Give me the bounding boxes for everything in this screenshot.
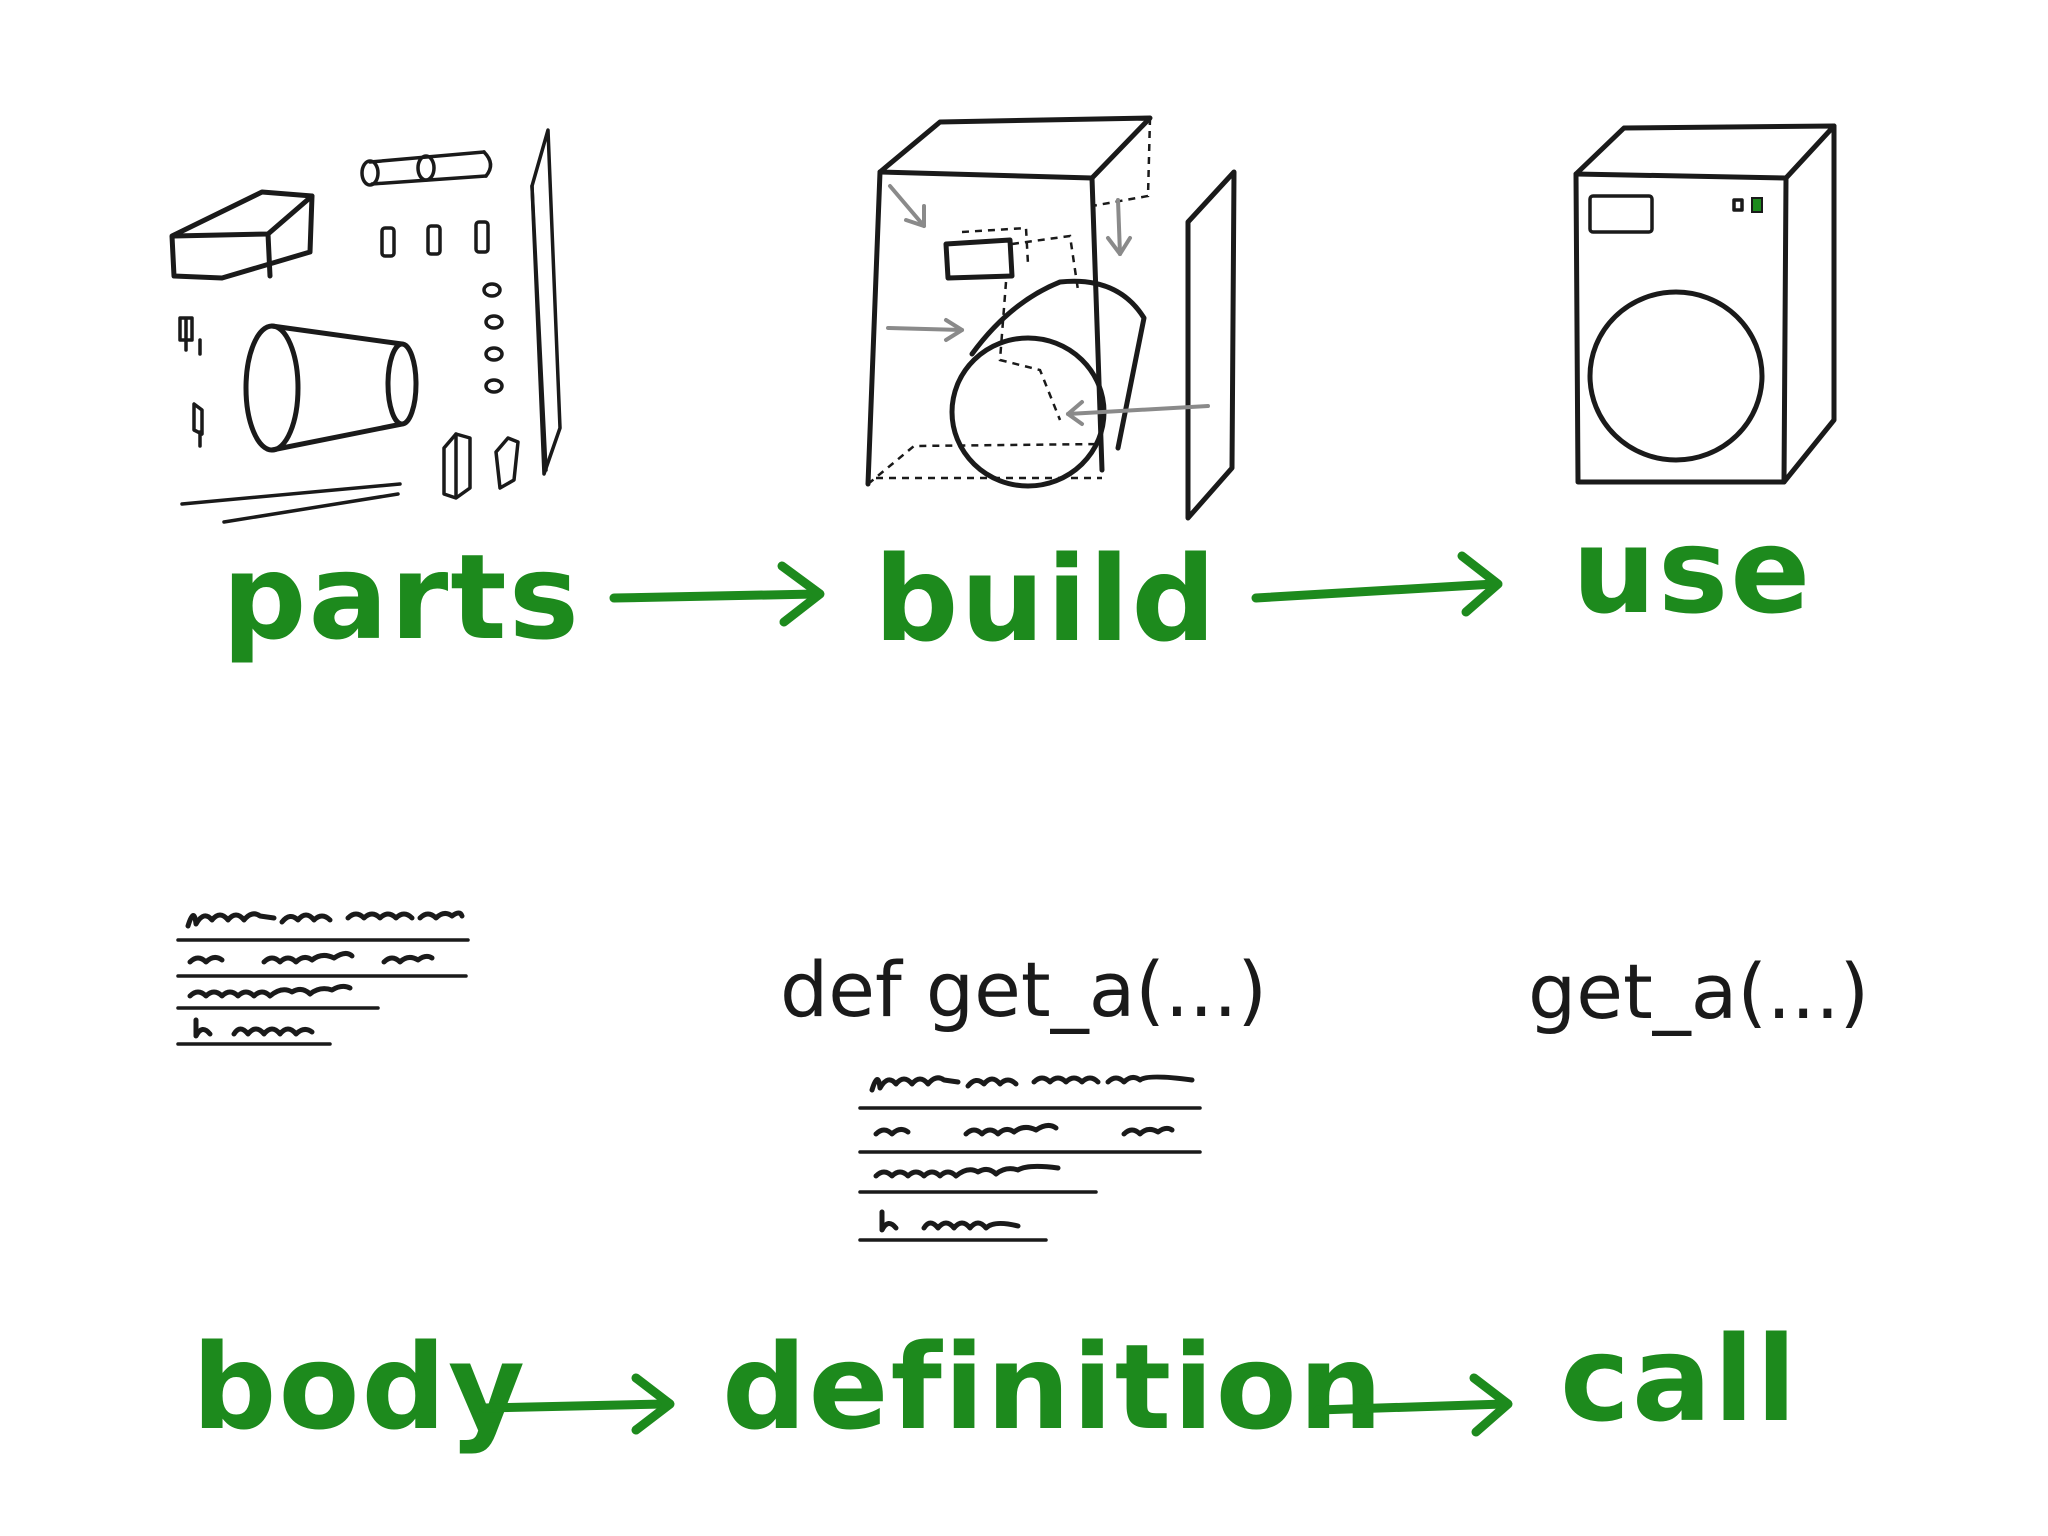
label-call: call xyxy=(1560,1310,1798,1448)
label-use: use xyxy=(1572,502,1812,640)
arrow-body-to-definition xyxy=(479,1373,675,1435)
arrow-parts-to-build xyxy=(609,561,825,627)
label-parts: parts xyxy=(222,528,581,666)
use-illustration xyxy=(1573,123,1837,485)
label-body: body xyxy=(192,1318,527,1456)
definition-signature: def get_a(...) xyxy=(780,945,1267,1034)
label-definition: definition xyxy=(722,1318,1385,1456)
arrow-definition-to-call xyxy=(1313,1373,1513,1437)
parts-illustration xyxy=(169,128,562,524)
body-code-lines xyxy=(176,910,470,1046)
call-expression: get_a(...) xyxy=(1528,947,1869,1036)
build-illustration xyxy=(865,115,1237,521)
definition-body-lines xyxy=(858,1074,1202,1242)
arrow-build-to-use xyxy=(1251,551,1503,617)
label-build: build xyxy=(874,530,1218,668)
